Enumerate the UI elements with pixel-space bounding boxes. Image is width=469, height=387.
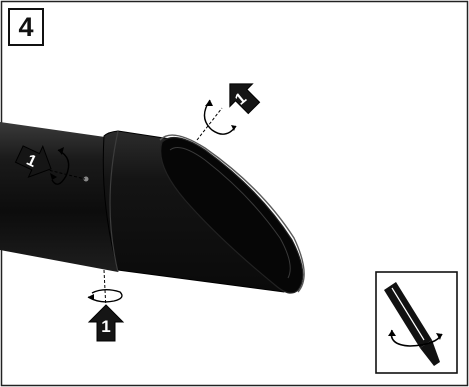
numbered-arrow-icon-top: [229, 83, 261, 115]
guide-line-top: [196, 107, 223, 141]
pipe-opening: [160, 136, 304, 294]
step-number-box: [8, 8, 44, 46]
numbered-arrow-icon-bottom: [87, 304, 125, 342]
arrow-label-bottom: 1: [101, 317, 110, 336]
rotation-arrow-icon: [50, 147, 70, 185]
screw-hole: [83, 176, 89, 182]
step-number: 4: [18, 11, 34, 42]
pipe-illustration: [0, 122, 305, 294]
rotation-arrow-icon: [203, 99, 237, 135]
sleeve-rim: [109, 130, 119, 273]
numbered-arrow-icon-left: [14, 144, 52, 178]
pipe-body: [0, 122, 118, 272]
pipe-opening-inner: [169, 147, 291, 279]
screwdriver-icon: [375, 271, 458, 374]
rotation-arrow-icon: [87, 289, 123, 303]
pipe-rim-highlight: [159, 134, 305, 293]
